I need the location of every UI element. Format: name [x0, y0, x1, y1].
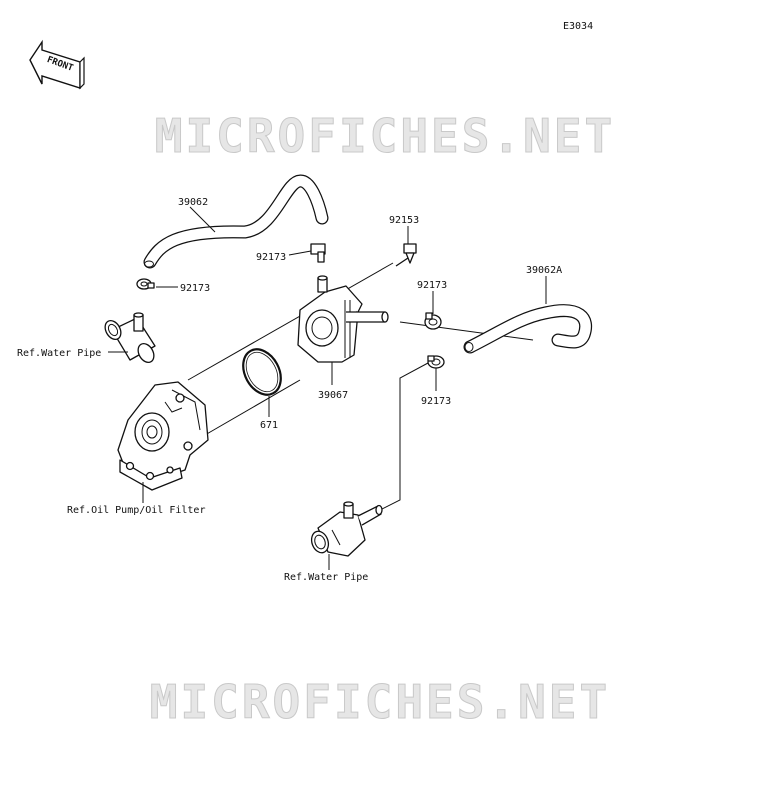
- o-ring-671: [242, 348, 282, 396]
- callout-39062: 39062: [178, 197, 208, 208]
- clamp-92173-right-bottom: [427, 355, 445, 369]
- ref-oil-pump-oil-filter: Ref.Oil Pump/Oil Filter: [67, 505, 205, 516]
- ref-water-pipe-bottom: Ref.Water Pipe: [284, 572, 368, 583]
- callout-39067: 39067: [318, 390, 348, 401]
- callout-92173-right-top: 92173: [417, 280, 447, 291]
- hose-39062A: [463, 304, 593, 354]
- bolt-92153: [395, 243, 417, 267]
- alignment-line-lower: [204, 379, 301, 436]
- watermark-top: MICROFICHES.NET: [155, 109, 615, 163]
- oil-cooler-39067: [297, 275, 389, 363]
- clamp-92173-left: [136, 278, 155, 290]
- callout-92173-right-bottom: 92173: [421, 396, 451, 407]
- front-arrow-icon: FRONT: [29, 39, 85, 90]
- water-pipe-bottom: [310, 501, 383, 557]
- hose-39062: [143, 174, 329, 269]
- callout-39062A: 39062A: [526, 265, 562, 276]
- diagram-code: E3034: [563, 21, 593, 32]
- alignment-line-upper: [187, 262, 394, 381]
- watermark-bottom: MICROFICHES.NET: [150, 675, 610, 729]
- callout-92173-left: 92173: [180, 283, 210, 294]
- oil-pump-oil-filter-housing: [117, 381, 209, 491]
- callout-92153: 92153: [389, 215, 419, 226]
- alignment-line-hose: [399, 321, 534, 341]
- leader-39062: [189, 206, 216, 233]
- ref-water-pipe-left: Ref.Water Pipe: [17, 348, 101, 359]
- water-pipe-left: [104, 312, 156, 363]
- clamp-92173-right-top: [424, 312, 442, 330]
- fitting-92173-mid: [310, 243, 326, 263]
- callout-92173-mid: 92173: [256, 252, 286, 263]
- alignment-line-water-pipe: [377, 362, 429, 512]
- leader-92173-mid: [288, 250, 312, 256]
- callout-671: 671: [260, 420, 278, 431]
